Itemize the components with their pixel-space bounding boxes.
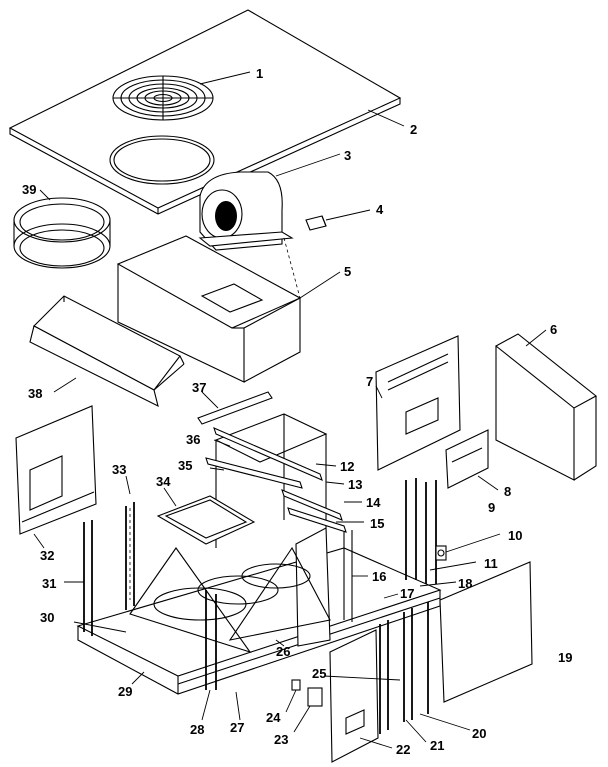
small-fittings [291, 545, 447, 707]
callout-28: 28 [190, 722, 204, 737]
callout-26: 26 [276, 644, 290, 659]
right-side-panel [439, 561, 533, 703]
callout-5: 5 [344, 264, 351, 279]
callout-31: 31 [42, 576, 56, 591]
callout-13: 13 [348, 477, 362, 492]
filter-tray [156, 495, 256, 545]
callout-32: 32 [40, 548, 54, 563]
door-posts [379, 602, 429, 734]
support-rail [197, 391, 273, 425]
rain-hood [29, 295, 185, 408]
upper-rails [205, 427, 347, 533]
leader-lines [33, 71, 547, 749]
callout-2: 2 [410, 122, 417, 137]
front-door [329, 629, 379, 763]
callout-34: 34 [156, 474, 171, 489]
callout-22: 22 [396, 742, 410, 757]
blower-housing [198, 171, 294, 251]
access-panel [375, 335, 461, 471]
callout-12: 12 [340, 459, 354, 474]
callout-35: 35 [178, 458, 192, 473]
left-side-panel [15, 405, 97, 535]
inlet-ring-assembly [13, 197, 111, 269]
callout-1: 1 [256, 66, 263, 81]
callout-29: 29 [118, 684, 132, 699]
cover-opening-ring [109, 135, 215, 185]
callout-labels: 1 2 3 4 5 6 7 8 9 10 11 12 13 14 15 16 1… [22, 66, 572, 757]
callout-11: 11 [484, 556, 498, 571]
callout-8: 8 [504, 484, 511, 499]
callout-30: 30 [40, 610, 54, 625]
callout-23: 23 [274, 732, 288, 747]
callout-37: 37 [192, 380, 206, 395]
callout-18: 18 [458, 576, 472, 591]
callout-3: 3 [344, 148, 351, 163]
callout-15: 15 [370, 516, 384, 531]
callout-17: 17 [400, 586, 414, 601]
heat-exchanger [129, 546, 331, 654]
callout-24: 24 [266, 710, 281, 725]
callout-10: 10 [508, 528, 522, 543]
mounting-plate [445, 429, 489, 489]
blower-deck-panel [116, 235, 302, 383]
callout-27: 27 [230, 720, 244, 735]
callout-19: 19 [558, 650, 572, 665]
callout-20: 20 [472, 726, 486, 741]
callout-9: 9 [488, 500, 495, 515]
small-bracket [305, 215, 327, 231]
callout-4: 4 [376, 202, 384, 217]
callout-33: 33 [112, 462, 126, 477]
callout-25: 25 [312, 666, 326, 681]
callout-21: 21 [430, 738, 444, 753]
callout-14: 14 [366, 495, 381, 510]
callout-7: 7 [366, 374, 373, 389]
callout-16: 16 [372, 569, 386, 584]
callout-38: 38 [28, 386, 42, 401]
rear-panel [495, 333, 597, 481]
fan-grille [112, 75, 214, 121]
top-cover-panel [8, 9, 402, 215]
callout-39: 39 [22, 182, 36, 197]
callout-36: 36 [186, 432, 200, 447]
callout-6: 6 [550, 322, 557, 337]
